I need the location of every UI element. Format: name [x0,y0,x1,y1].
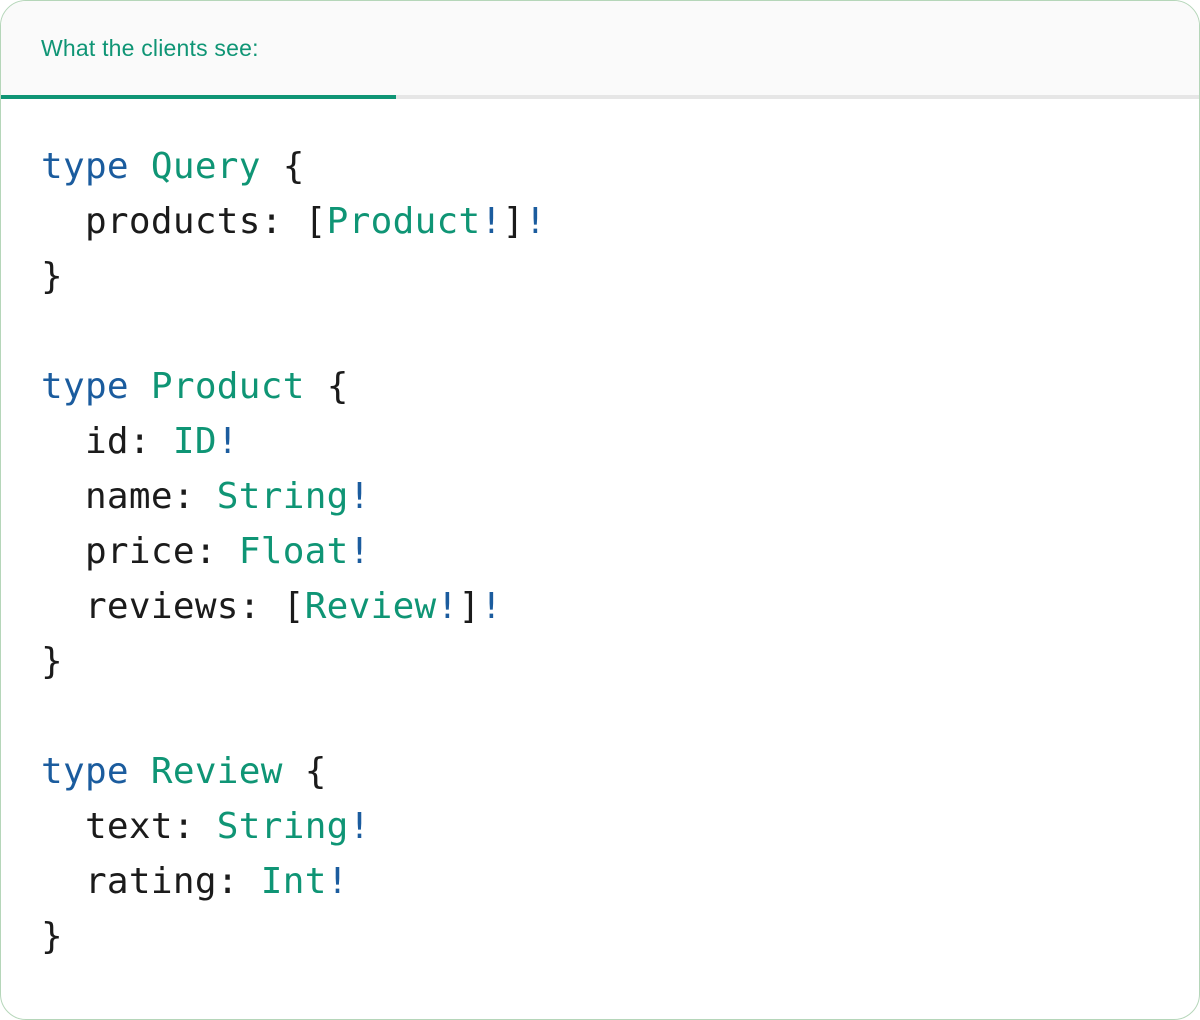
code-token-keyword: type [41,146,129,187]
code-line: reviews: [Review!]! [41,579,1159,634]
code-token-plain [129,366,151,407]
code-token-plain: rating: [41,861,261,902]
code-token-typename: Review [304,586,437,627]
code-token-plain: ] [458,586,481,627]
code-line: type Query { [41,139,1159,194]
code-token-bang: ! [348,531,371,572]
code-token-plain [129,146,151,187]
graphql-schema-code: type Query { products: [Product!]!} type… [1,99,1199,964]
code-token-bang: ! [480,201,503,242]
code-token-bang: ! [216,421,239,462]
tab-label: What the clients see: [41,34,259,61]
code-token-keyword: type [41,366,129,407]
code-line: } [41,634,1159,689]
code-token-plain: ] [502,201,525,242]
active-tab-indicator [1,95,396,99]
code-token-plain: name: [41,476,217,517]
code-token-typename: Int [260,861,327,902]
code-token-keyword: type [41,751,129,792]
code-token-bang: ! [348,476,371,517]
code-token-plain: reviews: [ [41,586,305,627]
code-token-plain: } [41,641,63,682]
code-token-plain [129,751,151,792]
code-line: id: ID! [41,414,1159,469]
code-token-typename: Query [150,146,261,187]
code-line: type Review { [41,744,1159,799]
code-token-plain: { [260,146,305,187]
code-token-bang: ! [326,861,349,902]
code-line: type Product { [41,359,1159,414]
code-token-bang: ! [348,806,371,847]
code-token-plain: } [41,256,63,297]
code-token-plain: text: [41,806,217,847]
code-line [41,689,1159,744]
code-token-plain: id: [41,421,173,462]
code-token-bang: ! [436,586,459,627]
code-token-typename: Review [150,751,283,792]
code-line: } [41,249,1159,304]
tab-what-clients-see[interactable]: What the clients see: [1,1,259,95]
code-token-plain: products: [ [41,201,327,242]
code-token-typename: Product [326,201,481,242]
code-token-plain: { [282,751,327,792]
code-token-typename: Float [238,531,349,572]
code-token-bang: ! [524,201,547,242]
code-token-plain: { [304,366,349,407]
code-token-typename: String [216,476,349,517]
code-line: } [41,909,1159,964]
code-token-typename: String [216,806,349,847]
code-line: name: String! [41,469,1159,524]
code-line: price: Float! [41,524,1159,579]
code-line: rating: Int! [41,854,1159,909]
code-line [41,304,1159,359]
code-line: text: String! [41,799,1159,854]
header-divider [1,95,1199,99]
code-token-plain: } [41,916,63,957]
card-header: What the clients see: [1,1,1199,95]
code-token-bang: ! [480,586,503,627]
code-token-typename: ID [172,421,217,462]
code-token-typename: Product [150,366,305,407]
code-token-plain: price: [41,531,239,572]
code-line: products: [Product!]! [41,194,1159,249]
